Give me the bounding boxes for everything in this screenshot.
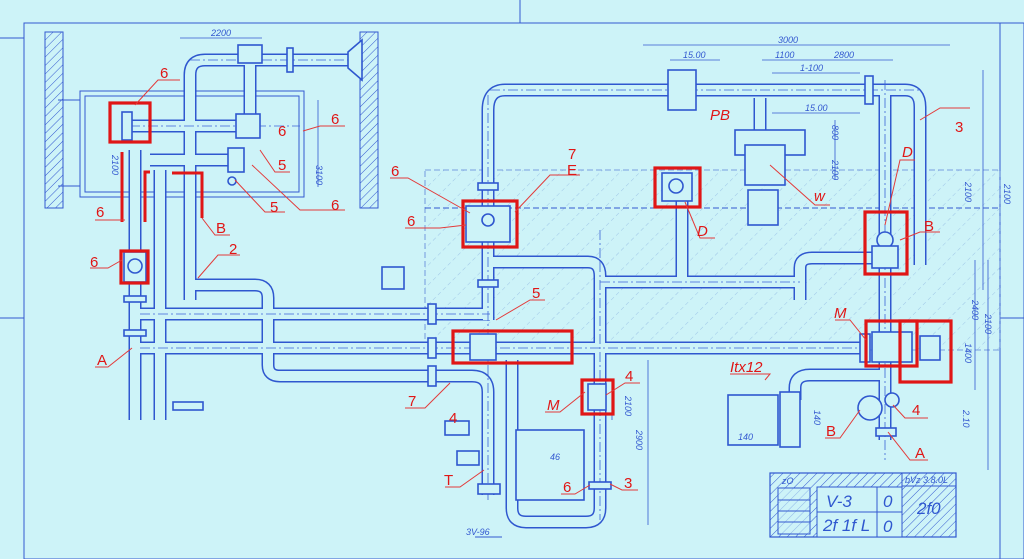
callout-a: A	[97, 352, 107, 369]
callout-6: 6	[96, 204, 104, 221]
fittings	[121, 38, 941, 501]
title-sub: 2f 1f L	[822, 516, 870, 535]
callout-e: E	[567, 162, 577, 179]
callout-2: 2	[229, 241, 237, 258]
title-rev-1: 0	[883, 492, 893, 511]
drawing-number: 3V-96	[466, 527, 490, 537]
markup-boxes	[108, 101, 953, 416]
dimension-text: 2200 3000 15.00 1100 2800 1-100 15.00 31…	[110, 28, 1012, 462]
dim-unit-h: 140	[812, 410, 822, 425]
pipe-interior	[790, 370, 885, 400]
callout-t: T	[444, 472, 453, 489]
title-code: V-3	[826, 492, 852, 511]
callout-m: M	[547, 397, 560, 414]
dim-right-5: 1400	[963, 343, 973, 363]
callout-b: B	[924, 218, 934, 235]
dim-seg-b: 1100	[775, 50, 794, 60]
dim-mid-1: 2100	[623, 395, 633, 416]
callout-3: 3	[624, 475, 632, 492]
callout-3: 3	[955, 119, 963, 136]
callout-d: D	[697, 223, 708, 240]
dim-right-6: 2.10	[961, 409, 971, 428]
callout-5: 5	[278, 157, 286, 174]
callout-5: 5	[532, 285, 540, 302]
dim-mid-2: 2900	[634, 429, 644, 450]
callout-6: 6	[160, 65, 168, 82]
dim-right-2: 2100	[1002, 183, 1012, 204]
dim-motor-2: 2100	[830, 159, 840, 180]
title-sheet: 2f0	[916, 499, 941, 518]
dim-top-left: 2200	[210, 28, 231, 38]
callout-labels: 6 6 6 5 5 6 6 B 2 6 A 6 6 7 E PB D 3 w D…	[90, 65, 963, 496]
dim-seg-a: 15.00	[683, 50, 706, 60]
callout-6: 6	[278, 123, 286, 140]
dim-seg-c: 2800	[833, 50, 854, 60]
wall-right	[359, 31, 379, 209]
dim-inner-height: 2100	[110, 154, 120, 175]
callout-4: 4	[449, 410, 457, 427]
wall-left	[44, 31, 64, 209]
pipe-interior	[795, 253, 885, 300]
title-block: zO V-3 0 2f 1f L 0 bVz 3.8.0L 2f0	[769, 472, 957, 538]
dimension-lines	[180, 37, 989, 525]
leader-lines	[90, 79, 970, 495]
dim-seg-e: 15.00	[805, 103, 828, 113]
dim-right-1: 2100	[963, 181, 973, 202]
callout-m: M	[834, 305, 847, 322]
dim-tank: 46	[550, 452, 560, 462]
callout-pb: PB	[710, 107, 730, 124]
dim-overall: 3000	[778, 35, 798, 45]
title-small: zO	[781, 476, 794, 486]
callout-6: 6	[407, 213, 415, 230]
dim-right-4: 2100	[983, 313, 993, 334]
callout-6: 6	[563, 479, 571, 496]
callout-6: 6	[391, 163, 399, 180]
callout-5: 5	[270, 199, 278, 216]
callout-w: w	[814, 188, 826, 205]
title-rev-2: 0	[883, 517, 893, 536]
callout-d: D	[902, 144, 913, 161]
dim-unit-w: 140	[738, 432, 753, 442]
callout-6: 6	[331, 111, 339, 128]
dim-box-height: 3100	[314, 165, 324, 185]
title-ref: bVz 3.8.0L	[905, 475, 948, 485]
callout-7: 7	[408, 393, 416, 410]
callout-6: 6	[331, 197, 339, 214]
dim-right-3: 2400	[970, 299, 980, 320]
center-lines	[130, 59, 920, 520]
pipe-interior	[490, 257, 605, 527]
callout-a: A	[915, 445, 925, 462]
callout-b: B	[826, 423, 836, 440]
pipe-interior	[195, 280, 493, 495]
callout-itx12: Itx12	[730, 359, 763, 376]
callout-4: 4	[912, 402, 920, 419]
dim-motor-1: 800	[830, 125, 840, 140]
callout-6: 6	[90, 254, 98, 271]
callout-4: 4	[625, 368, 633, 385]
callout-7: 7	[568, 146, 576, 163]
dim-seg-d: 1-100	[800, 63, 823, 73]
callout-b: B	[216, 220, 226, 237]
